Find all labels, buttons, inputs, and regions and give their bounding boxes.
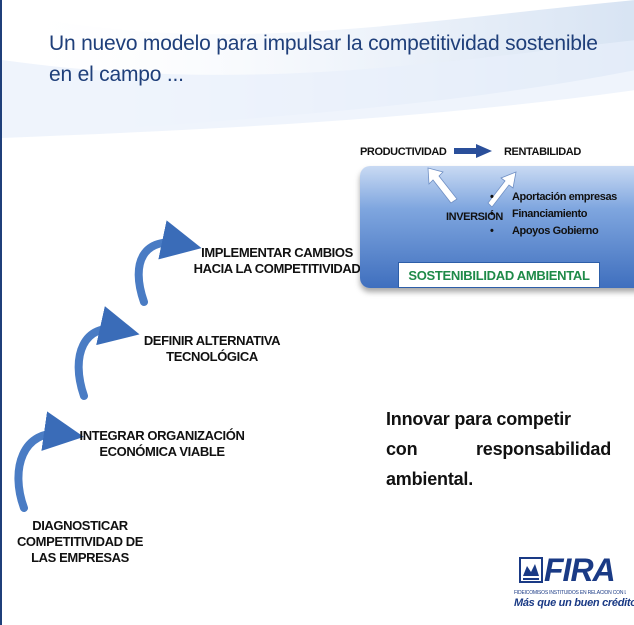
up-left-arrow-icon <box>427 167 458 204</box>
sustainability-box: SOSTENIBILIDAD AMBIENTAL <box>398 262 600 288</box>
curved-arrow-1 <box>14 411 84 512</box>
fira-slogan: Más que un buen crédito <box>514 597 634 609</box>
title-line-1: Un nuevo modelo para impulsar la competi… <box>49 32 598 55</box>
fira-subtitle: FIDEICOMISOS INSTITUIDOS EN RELACIÓN CON… <box>514 590 626 596</box>
header-swoosh <box>2 0 634 138</box>
slide-title: Un nuevo modelo para impulsar la competi… <box>49 28 629 90</box>
list-item: Financiamiento <box>512 206 617 223</box>
inversion-label: INVERSIÓN <box>446 211 503 223</box>
fira-logo: FIRA FIDEICOMISOS INSTITUIDOS EN RELACIÓ… <box>514 552 634 616</box>
curved-arrow-3 <box>134 220 202 306</box>
step-definir: DEFINIR ALTERNATIVA TECNOLÓGICA <box>143 333 281 364</box>
title-line-2: en el campo ... <box>49 63 184 86</box>
productividad-label: PRODUCTIVIDAD <box>360 146 447 158</box>
list-item: Aportación empresas <box>512 189 617 206</box>
funding-sources-list: Aportación empresas Financiamiento Apoyo… <box>512 189 617 240</box>
rentabilidad-label: RENTABILIDAD <box>504 146 581 158</box>
list-item: Apoyos Gobierno <box>512 223 617 240</box>
statement-text: Innovar para competir con responsabilida… <box>386 409 611 489</box>
sustainability-label: SOSTENIBILIDAD AMBIENTAL <box>408 267 590 283</box>
fira-wordmark: FIRA <box>544 552 616 588</box>
fira-emblem-icon <box>519 557 543 583</box>
curved-arrow-2 <box>74 306 140 400</box>
step-diagnosticar: DIAGNOSTICAR COMPETITIVIDAD DE LAS EMPRE… <box>16 518 144 565</box>
right-arrow-icon <box>454 144 492 158</box>
step-integrar: INTEGRAR ORGANIZACIÓN ECONÓMICA VIABLE <box>79 428 245 459</box>
step-implementar: IMPLEMENTAR CAMBIOS HACIA LA COMPETITIVI… <box>193 245 361 276</box>
